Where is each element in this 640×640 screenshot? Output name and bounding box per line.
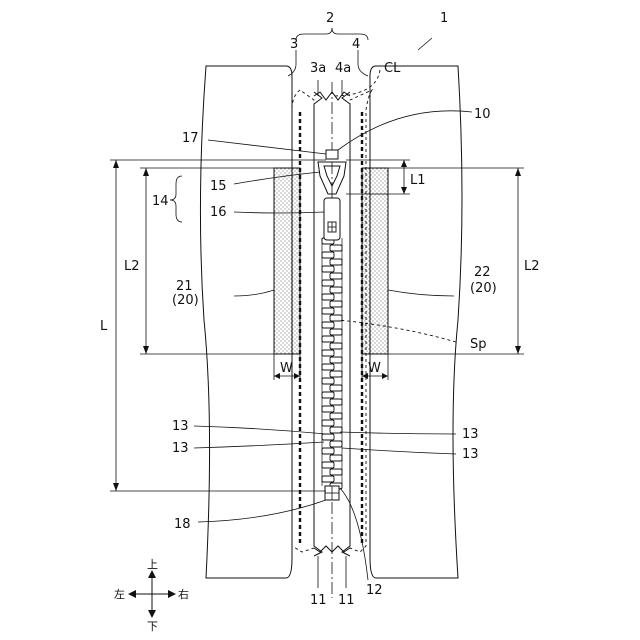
label-13-c: 13 xyxy=(462,427,479,442)
zipper-tooth xyxy=(330,273,342,279)
pull-tab xyxy=(324,198,340,240)
label-2: 2 xyxy=(326,11,334,26)
zipper-tooth xyxy=(322,406,334,412)
label-l-total: L xyxy=(100,319,108,334)
label-w-left: W xyxy=(280,361,293,376)
zipper-tooth xyxy=(330,259,342,265)
zipper-tooth xyxy=(330,385,342,391)
label-4a: 4a xyxy=(335,61,351,76)
label-13-a: 13 xyxy=(172,419,189,434)
zipper-tooth xyxy=(322,420,334,426)
zipper-tooth xyxy=(322,280,334,286)
zipper-tooth xyxy=(322,392,334,398)
label-1: 1 xyxy=(440,11,448,26)
zipper-tooth xyxy=(322,322,334,328)
label-21-sub: (20) xyxy=(172,293,199,308)
label-15: 15 xyxy=(210,179,227,194)
zipper-tooth xyxy=(322,462,334,468)
label-17: 17 xyxy=(182,131,199,146)
direction-right-label: 右 xyxy=(178,587,189,601)
zipper-tooth xyxy=(322,294,334,300)
zipper-tooth xyxy=(330,371,342,377)
direction-compass xyxy=(128,570,176,618)
label-11-left: 11 xyxy=(310,593,327,608)
zipper-tooth xyxy=(322,350,334,356)
zipper-tooth xyxy=(330,301,342,307)
zipper-tooth xyxy=(322,476,334,482)
label-cl: CL xyxy=(384,61,401,76)
zipper-tooth xyxy=(322,308,334,314)
zipper-tooth xyxy=(322,434,334,440)
top-stop xyxy=(326,150,338,159)
label-l1: L1 xyxy=(410,173,426,188)
label-13-d: 13 xyxy=(462,447,479,462)
zipper-tooth xyxy=(330,441,342,447)
label-4: 4 xyxy=(352,37,360,52)
zipper-tooth xyxy=(322,378,334,384)
label-w-right: W xyxy=(368,361,381,376)
zipper-tooth xyxy=(330,413,342,419)
zipper-tooth xyxy=(322,448,334,454)
label-3a: 3a xyxy=(310,61,326,76)
label-l2-right: L2 xyxy=(524,259,540,274)
direction-left-label: 左 xyxy=(114,588,125,601)
label-10: 10 xyxy=(474,107,491,122)
bottom-stop xyxy=(325,486,339,500)
zipper-tooth xyxy=(322,252,334,258)
label-16: 16 xyxy=(210,205,227,220)
zipper-tooth xyxy=(330,399,342,405)
direction-up-label: 上 xyxy=(147,558,158,571)
zipper-tooth xyxy=(322,266,334,272)
label-14: 14 xyxy=(152,194,169,209)
zipper-tooth xyxy=(330,469,342,475)
label-22-sub: (20) xyxy=(470,281,497,296)
label-12: 12 xyxy=(366,583,383,598)
zipper-tooth xyxy=(330,329,342,335)
label-11-right: 11 xyxy=(338,593,355,608)
zipper-tooth xyxy=(330,357,342,363)
zipper-tooth xyxy=(330,315,342,321)
direction-down-label: 下 xyxy=(147,620,158,633)
zipper-tooth xyxy=(322,336,334,342)
label-13-b: 13 xyxy=(172,441,189,456)
zipper-tooth xyxy=(330,245,342,251)
brace-14 xyxy=(170,176,182,222)
label-l2-left: L2 xyxy=(124,259,140,274)
label-sp: Sp xyxy=(470,337,487,352)
label-21: 21 xyxy=(176,279,193,294)
zipper-tooth xyxy=(330,455,342,461)
label-3: 3 xyxy=(290,37,298,52)
zipper-tooth xyxy=(322,364,334,370)
label-22: 22 xyxy=(474,265,491,280)
zipper-tooth xyxy=(330,343,342,349)
label-18: 18 xyxy=(174,517,191,532)
left-reinforcement-patch xyxy=(274,168,300,354)
zipper-tooth xyxy=(330,287,342,293)
